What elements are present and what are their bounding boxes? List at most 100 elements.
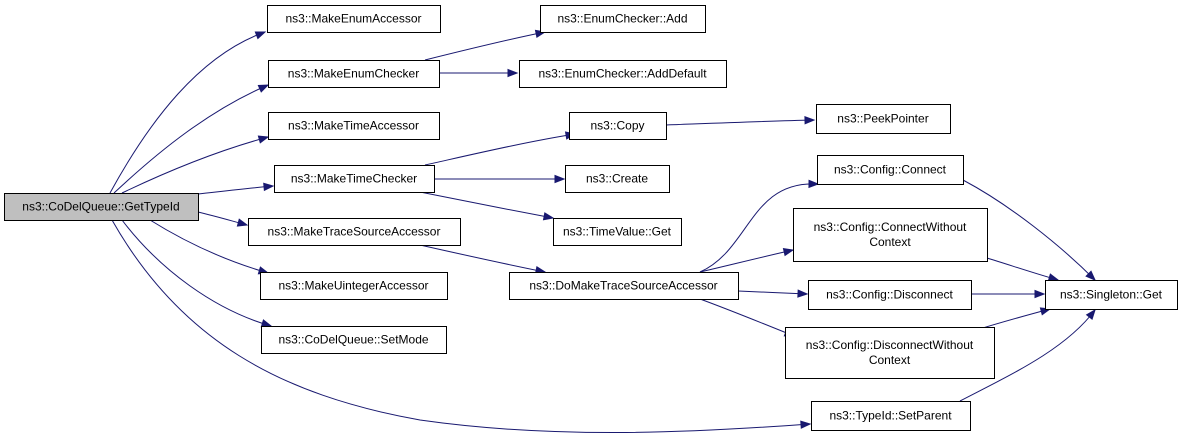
node-box: [268, 112, 440, 140]
edge-getTypeId-to-typeIdSetParent: [111, 219, 812, 434]
edge-line: [737, 290, 808, 295]
arrowhead-icon: [254, 31, 267, 40]
node-label: ns3::Config::ConnectWithout: [814, 220, 967, 234]
edge-line: [419, 191, 554, 219]
nodes-layer: ns3::CoDelQueue::GetTypeId ns3::MakeEnumA…: [4, 5, 1178, 431]
edge-copy-to-peekPointer: [665, 115, 816, 126]
node-copy[interactable]: ns3::Copy: [569, 112, 667, 140]
node-label: ns3::TypeId::SetParent: [829, 409, 952, 423]
node-label: ns3::Config::Disconnect: [826, 288, 953, 302]
edge-configConnectWithoutContext-to-singletonGet: [986, 257, 1060, 282]
node-label: ns3::MakeUintegerAccessor: [278, 279, 428, 293]
edge-line: [121, 136, 269, 194]
arrowhead-icon: [782, 247, 795, 257]
node-box: [808, 280, 972, 310]
node-makeUintegerAccessor[interactable]: ns3::MakeUintegerAccessor: [260, 272, 448, 300]
node-box: [509, 272, 739, 300]
node-label: ns3::EnumChecker::Add: [557, 12, 687, 26]
node-label: ns3::DoMakeTraceSourceAccessor: [529, 279, 717, 293]
edge-getTypeId-to-makeTraceSourceAccessor: [197, 211, 249, 227]
node-create[interactable]: ns3::Create: [565, 165, 670, 193]
node-box: [565, 165, 670, 193]
edge-getTypeId-to-makeEnumAccessor: [109, 31, 267, 194]
edge-line: [109, 31, 266, 194]
node-peekPointer[interactable]: ns3::PeekPointer: [816, 104, 951, 134]
node-box: [274, 165, 435, 193]
arrowhead-icon: [1085, 308, 1096, 321]
arrowhead-icon: [507, 68, 519, 78]
arrowhead-icon: [797, 289, 809, 298]
arrowhead-icon: [263, 182, 275, 192]
arrowhead-icon: [804, 115, 816, 125]
edge-line: [699, 298, 795, 337]
arrowhead-icon: [554, 174, 566, 184]
node-box: [816, 104, 951, 134]
node-box: [519, 60, 727, 88]
node-makeEnumAccessor[interactable]: ns3::MakeEnumAccessor: [267, 5, 441, 33]
edge-makeTimeChecker-to-copy: [424, 131, 577, 166]
edge-getTypeId-to-makeTimeChecker: [197, 182, 275, 195]
edge-doMakeTraceSourceAccessor-to-configConnect: [699, 179, 820, 273]
node-box: [540, 5, 706, 33]
edge-makeTimeChecker-to-create: [434, 174, 566, 184]
node-label: ns3::EnumChecker::AddDefault: [538, 67, 707, 81]
node-label: ns3::Singleton::Get: [1060, 288, 1163, 302]
edge-line: [419, 244, 546, 273]
edge-makeTimeChecker-to-timeValueGet: [419, 191, 555, 221]
node-box: [248, 218, 461, 246]
node-makeTimeAccessor[interactable]: ns3::MakeTimeAccessor: [268, 112, 440, 140]
node-label: ns3::MakeTimeAccessor: [288, 119, 419, 133]
node-doMakeTraceSourceAccessor[interactable]: ns3::DoMakeTraceSourceAccessor: [509, 272, 739, 300]
arrowhead-icon: [1085, 270, 1096, 281]
edge-line: [121, 219, 272, 327]
arrowhead-icon: [236, 218, 249, 227]
node-setMode[interactable]: ns3::CoDelQueue::SetMode: [261, 326, 447, 354]
node-makeTraceSourceAccessor[interactable]: ns3::MakeTraceSourceAccessor: [248, 218, 461, 246]
node-label: ns3::PeekPointer: [837, 112, 928, 126]
edge-getTypeId-to-makeTimeAccessor: [121, 135, 270, 194]
node-label: ns3::MakeEnumChecker: [288, 67, 419, 81]
edge-line: [424, 133, 576, 166]
node-box: [267, 5, 441, 33]
node-configDisconnect[interactable]: ns3::Config::Disconnect: [808, 280, 972, 310]
node-box: [268, 60, 440, 88]
node-label: ns3::TimeValue::Get: [563, 225, 672, 239]
node-singletonGet[interactable]: ns3::Singleton::Get: [1045, 280, 1178, 310]
edge-makeTraceSourceAccessor-to-doMakeTraceSourceAccessor: [419, 244, 547, 275]
arrowhead-icon: [257, 135, 270, 144]
node-label: ns3::CoDelQueue::GetTypeId: [22, 200, 179, 214]
arrowhead-icon: [257, 84, 270, 93]
edge-line: [111, 219, 811, 434]
node-label: ns3::MakeEnumAccessor: [285, 12, 421, 26]
node-label: ns3::Config::Connect: [834, 163, 947, 177]
edge-doMakeTraceSourceAccessor-to-configConnectWithoutContext: [699, 247, 795, 273]
node-configConnect[interactable]: ns3::Config::Connect: [817, 155, 964, 185]
node-label: ns3::MakeTimeChecker: [291, 172, 417, 186]
edge-getTypeId-to-makeEnumChecker: [113, 84, 270, 194]
node-enumCheckerAdd[interactable]: ns3::EnumChecker::Add: [540, 5, 706, 33]
node-box: [785, 327, 995, 379]
edge-line: [149, 219, 269, 274]
edge-line: [962, 179, 1096, 281]
node-box: [553, 218, 682, 246]
node-makeEnumChecker[interactable]: ns3::MakeEnumChecker: [268, 60, 440, 88]
edge-line: [986, 257, 1059, 281]
edge-typeIdSetParent-to-singletonGet: [959, 308, 1096, 402]
node-makeTimeChecker[interactable]: ns3::MakeTimeChecker: [274, 165, 435, 193]
node-label: Context: [869, 235, 911, 249]
arrowhead-icon: [1047, 273, 1060, 282]
node-typeIdSetParent[interactable]: ns3::TypeId::SetParent: [811, 401, 971, 431]
edge-getTypeId-to-setMode: [121, 219, 273, 328]
node-label: ns3::Config::DisconnectWithout: [806, 338, 974, 352]
node-timeValueGet[interactable]: ns3::TimeValue::Get: [553, 218, 682, 246]
arrowhead-icon: [808, 179, 820, 189]
edge-doMakeTraceSourceAccessor-to-configDisconnectWithoutContext: [699, 298, 796, 337]
node-box: [1045, 280, 1178, 310]
node-enumCheckerAddDefault[interactable]: ns3::EnumChecker::AddDefault: [519, 60, 727, 88]
edge-makeEnumChecker-to-enumCheckerAddDefault: [439, 68, 519, 78]
edge-configConnect-to-singletonGet: [962, 179, 1096, 281]
node-getTypeId[interactable]: ns3::CoDelQueue::GetTypeId: [4, 193, 199, 221]
